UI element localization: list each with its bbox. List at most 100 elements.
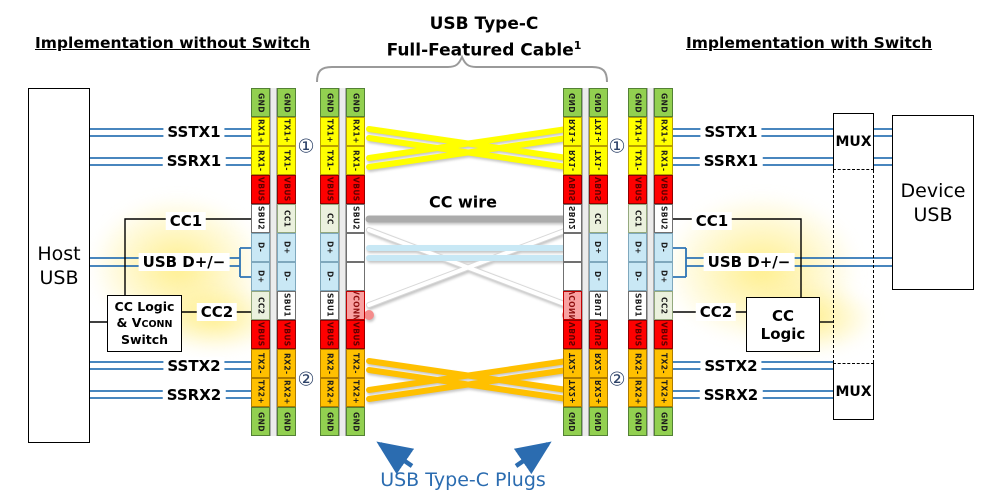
pin-blank [563, 262, 582, 291]
pin-SBU2: SBU2 [654, 204, 673, 233]
pin-TX1-: TX1- [277, 146, 296, 175]
pin-D+: D+ [589, 233, 608, 262]
pin-TX1+: TX1+ [628, 117, 647, 146]
pin-SBU1: SBU1 [320, 291, 339, 320]
pin-CC: CC [589, 204, 608, 233]
pin-D+: D+ [251, 262, 270, 291]
pin-SBU1: SBU1 [277, 291, 296, 320]
pair-marker-2-left: ② [297, 368, 315, 391]
pin-GND: GND [628, 88, 647, 117]
label-cc1-left: CC1 [165, 212, 207, 230]
receptacle-left-body [270, 88, 277, 436]
pair-marker-2-right: ② [608, 368, 626, 391]
pin-VBUS: VBUS [320, 320, 339, 349]
mux-top-box: MUX [833, 113, 874, 170]
label-ssrx1-right: SSRX1 [699, 152, 763, 170]
pin-VBUS: VBUS [277, 320, 296, 349]
label-sstx2-right: SSTX2 [700, 357, 762, 375]
pin-D+: D+ [628, 233, 647, 262]
footnote-ref: 1 [573, 39, 582, 52]
plug-left-body [339, 88, 346, 436]
label-usb-d-right: USB D+/− [703, 253, 795, 271]
pin-RX1+: RX1+ [563, 117, 582, 146]
pin-RX1+: RX1+ [654, 117, 673, 146]
pin-VBUS: VBUS [589, 175, 608, 204]
pin-RX1+: RX1+ [346, 117, 365, 146]
label-cc2-left: CC2 [196, 303, 238, 321]
pin-RX2-: RX2- [277, 349, 296, 378]
label-ssrx1-left: SSRX1 [162, 152, 226, 170]
pin-D-: D- [251, 233, 270, 262]
pin-TX2-: TX2- [251, 349, 270, 378]
pin-blank [346, 233, 365, 262]
pin-TX2+: TX2+ [563, 378, 582, 407]
vconn-dot-left [364, 310, 374, 320]
pin-VBUS: VBUS [628, 175, 647, 204]
pin-RX2+: RX2+ [277, 378, 296, 407]
label-cc2-right: CC2 [695, 303, 737, 321]
pin-D-: D- [320, 262, 339, 291]
pin-VBUS: VBUS [654, 320, 673, 349]
cc-logic-vconn-switch-label: CC Logic & VCONN Switch [114, 299, 175, 348]
cable-title-line2: Full-Featured Cable1 [386, 39, 582, 61]
pin-GND: GND [320, 88, 339, 117]
label-sstx2-left: SSTX2 [163, 357, 225, 375]
pin-VBUS: VBUS [251, 175, 270, 204]
cable-wires [364, 126, 572, 402]
pin-VCONN: VCONN [346, 291, 365, 320]
cable-brace [316, 54, 608, 83]
header-with-switch: Implementation with Switch [686, 34, 933, 52]
pin-CC1: CC1 [628, 204, 647, 233]
pin-CC1: CC1 [277, 204, 296, 233]
pin-RX1+: RX1+ [251, 117, 270, 146]
pin-SBU1: SBU1 [628, 291, 647, 320]
cc-logic-vconn-switch-box: CC Logic & VCONN Switch [107, 295, 182, 352]
label-sstx1-right: SSTX1 [700, 123, 762, 141]
pin-RX1-: RX1- [346, 146, 365, 175]
pin-VCONN: VCONN [563, 291, 582, 320]
pin-GND: GND [251, 88, 270, 117]
pin-GND: GND [628, 407, 647, 436]
pin-SBU2: SBU2 [251, 204, 270, 233]
pin-RX1-: RX1- [251, 146, 270, 175]
receptacle-right-body [647, 88, 654, 436]
pin-GND: GND [320, 407, 339, 436]
pin-D+: D+ [654, 262, 673, 291]
pin-VBUS: VBUS [563, 320, 582, 349]
label-cc1-right: CC1 [691, 212, 733, 230]
pin-CC2: CC2 [654, 291, 673, 320]
label-usb-d-left: USB D+/− [138, 253, 230, 271]
usb-typec-plugs-label: USB Type-C Plugs [380, 469, 546, 491]
pin-RX2-: RX2- [628, 349, 647, 378]
pin-TX1-: TX1- [628, 146, 647, 175]
cable-title-line1: USB Type-C [429, 14, 539, 34]
pin-TX1+: TX1+ [277, 117, 296, 146]
pin-GND: GND [277, 88, 296, 117]
pin-GND: GND [346, 407, 365, 436]
pin-VBUS: VBUS [346, 175, 365, 204]
pin-RX2+: RX2+ [320, 378, 339, 407]
pin-GND: GND [563, 407, 582, 436]
pin-TX2+: TX2+ [654, 378, 673, 407]
pin-VBUS: VBUS [320, 175, 339, 204]
mux-bottom-label: MUX [835, 383, 872, 400]
pin-GND: GND [589, 88, 608, 117]
label-sstx1-left: SSTX1 [163, 123, 225, 141]
pin-GND: GND [277, 407, 296, 436]
pin-D-: D- [654, 233, 673, 262]
pin-GND: GND [589, 407, 608, 436]
pin-TX2-: TX2- [563, 349, 582, 378]
